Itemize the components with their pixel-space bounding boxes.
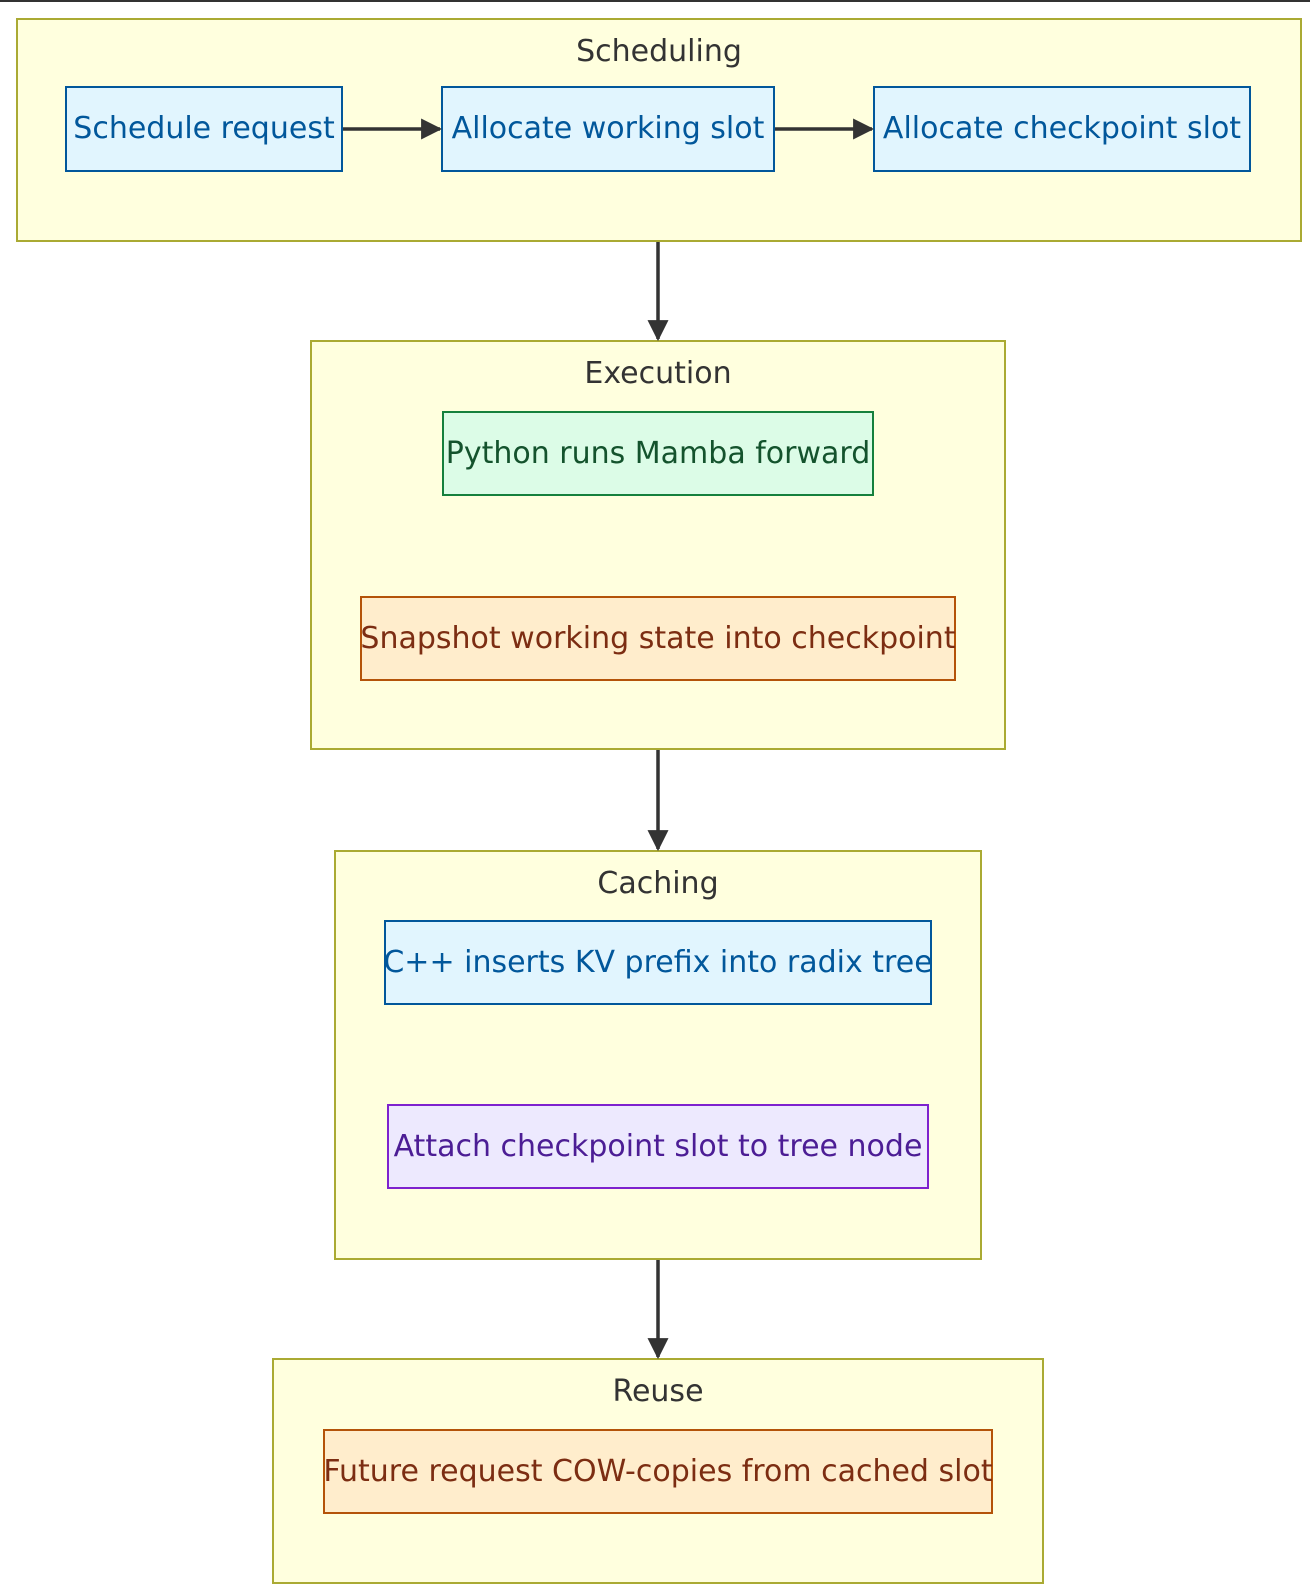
node-attach-checkpoint-slot[interactable]: Attach checkpoint slot to tree node bbox=[387, 1104, 929, 1189]
node-python-mamba-forward[interactable]: Python runs Mamba forward bbox=[442, 411, 874, 496]
node-schedule-request[interactable]: Schedule request bbox=[65, 86, 343, 172]
cluster-title-scheduling: Scheduling bbox=[576, 34, 742, 69]
node-allocate-working-slot[interactable]: Allocate working slot bbox=[441, 86, 775, 172]
cluster-title-reuse: Reuse bbox=[612, 1374, 704, 1409]
cluster-execution: Execution bbox=[310, 340, 1006, 750]
node-allocate-checkpoint-slot[interactable]: Allocate checkpoint slot bbox=[873, 86, 1251, 172]
cluster-title-execution: Execution bbox=[584, 356, 732, 391]
node-future-request-cow[interactable]: Future request COW-copies from cached sl… bbox=[323, 1429, 993, 1514]
node-snapshot-working-state[interactable]: Snapshot working state into checkpoint bbox=[360, 596, 956, 681]
node-cpp-insert-radix-tree[interactable]: C++ inserts KV prefix into radix tree bbox=[383, 920, 933, 1005]
top-border-line bbox=[0, 0, 1310, 2]
cluster-title-caching: Caching bbox=[597, 866, 719, 901]
cluster-caching: Caching bbox=[334, 850, 982, 1260]
